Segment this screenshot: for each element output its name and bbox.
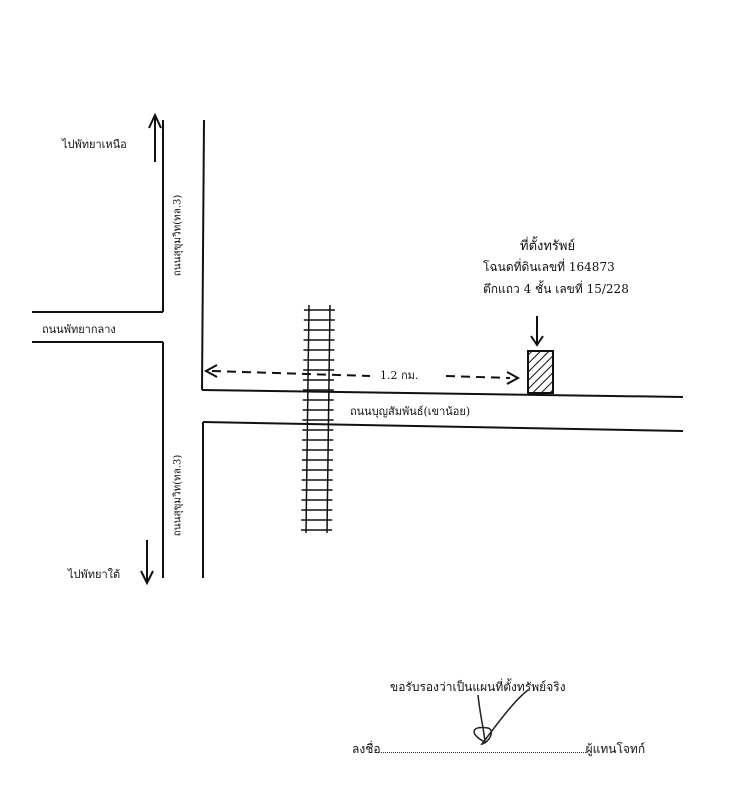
distance-arrow-left	[203, 364, 371, 378]
signature-suffix: ผู้แทนโจทก์	[585, 742, 646, 756]
to-north-pattaya-label: ไปพัทยาเหนือ	[62, 138, 127, 151]
bunsamphan-road-label: ถนนบุญสัมพันธ์(เขาน้อย)	[350, 405, 471, 418]
pattaya-klang-road-label: ถนนพัทยากลาง	[42, 323, 116, 336]
distance-arrow-right	[445, 371, 521, 385]
distance-label: 1.2 กม.	[380, 369, 419, 382]
bunsamphan-road-lower-edge	[202, 421, 684, 432]
bunsamphan-road-upper-edge	[201, 389, 684, 398]
sukhumvit-road-label-upper: ถนนสุขุมวิท(ทล.3)	[172, 194, 184, 277]
sukhumvit-road-label-lower: ถนนสุขุมวิท(ทล.3)	[172, 454, 184, 537]
certification-statement: ขอรับรองว่าเป็นแผนที่ตั้งทรัพย์จริง	[390, 680, 566, 694]
signature-prefix: ลงชื่อ	[352, 742, 381, 756]
north-arrow	[148, 112, 162, 162]
to-south-pattaya-label: ไปพัทยาใต้	[68, 568, 121, 581]
property-deed-number: โฉนดที่ดินเลขที่ 164873	[483, 260, 615, 274]
signature-scribble	[473, 689, 529, 746]
railway-track	[305, 304, 331, 534]
property-pointer-arrow	[530, 316, 544, 347]
property-building-description: ตึกแถว 4 ชั้น เลขที่ 15/228	[483, 282, 629, 296]
signature-line: ลงชื่อ ผู้แทนโจทก์	[352, 740, 645, 759]
signature-dotted-line	[380, 742, 586, 753]
sukhumvit-road-right-edge-upper	[201, 119, 205, 391]
south-arrow	[140, 540, 154, 586]
property-title: ที่ตั้งทรัพย์	[520, 239, 576, 254]
property-location-marker	[527, 350, 554, 394]
